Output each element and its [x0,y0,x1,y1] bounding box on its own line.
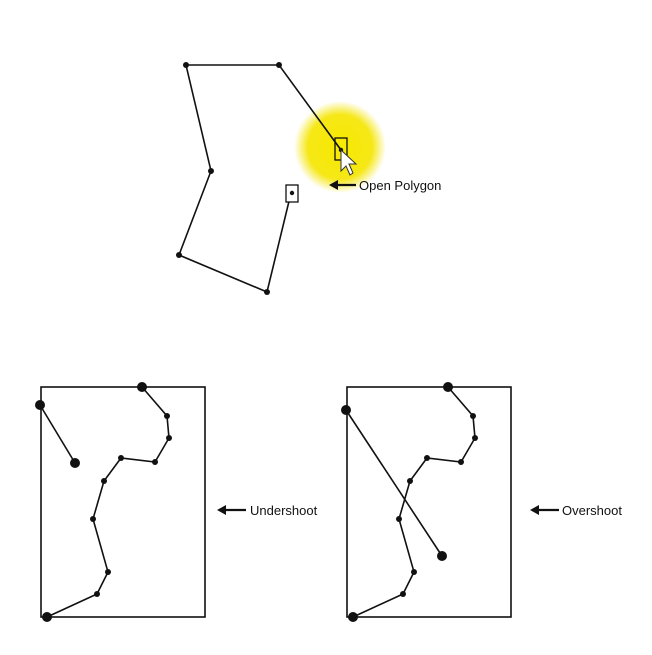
overshoot-vertex [424,455,430,461]
arrow-left-icon [329,180,356,190]
undershoot-vertex [35,400,45,410]
polygon-vertex [176,252,182,258]
overshoot-vertex [437,551,447,561]
overshoot-vertex [407,478,413,484]
overshoot-line-main [352,386,476,618]
overshoot-vertex [458,459,464,465]
undershoot-figure: Undershoot [35,382,318,622]
polygon-vertices [176,62,282,295]
undershoot-line-main [46,386,170,618]
overshoot-figure: Overshoot [341,382,622,622]
cursor-arrow-icon [340,148,358,176]
open-polygon-figure: Open Polygon [176,62,441,295]
undershoot-label: Undershoot [250,503,318,518]
overshoot-vertex [348,612,358,622]
undershoot-vertex [90,516,96,522]
undershoot-vertex [152,459,158,465]
undershoot-vertex [164,413,170,419]
undershoot-vertex [105,569,111,575]
overshoot-vertex [341,405,351,415]
polygon-vertex [183,62,189,68]
overshoot-line-left [345,409,443,557]
overshoot-vertex [400,591,406,597]
overshoot-label: Overshoot [562,503,622,518]
overshoot-frame [346,386,512,618]
undershoot-vertex [137,382,147,392]
overshoot-vertex [472,435,478,441]
arrow-left-icon [530,505,559,515]
undershoot-vertex [166,435,172,441]
cursor-highlight [294,101,386,193]
polygon-vertex [264,289,270,295]
polygon-vertex [276,62,282,68]
overshoot-vertex [396,516,402,522]
undershoot-vertex [70,458,80,468]
overshoot-vertex [411,569,417,575]
undershoot-line-left [39,404,76,464]
polygon-vertex [208,168,214,174]
undershoot-vertex [118,455,124,461]
undershoot-frame [40,386,206,618]
start-vertex-marker [285,184,299,203]
arrow-left-icon [217,505,246,515]
undershoot-vertex [101,478,107,484]
overshoot-vertex [443,382,453,392]
overshoot-vertex [470,413,476,419]
undershoot-vertex [42,612,52,622]
open-polygon-label: Open Polygon [359,178,441,193]
undershoot-vertex [94,591,100,597]
